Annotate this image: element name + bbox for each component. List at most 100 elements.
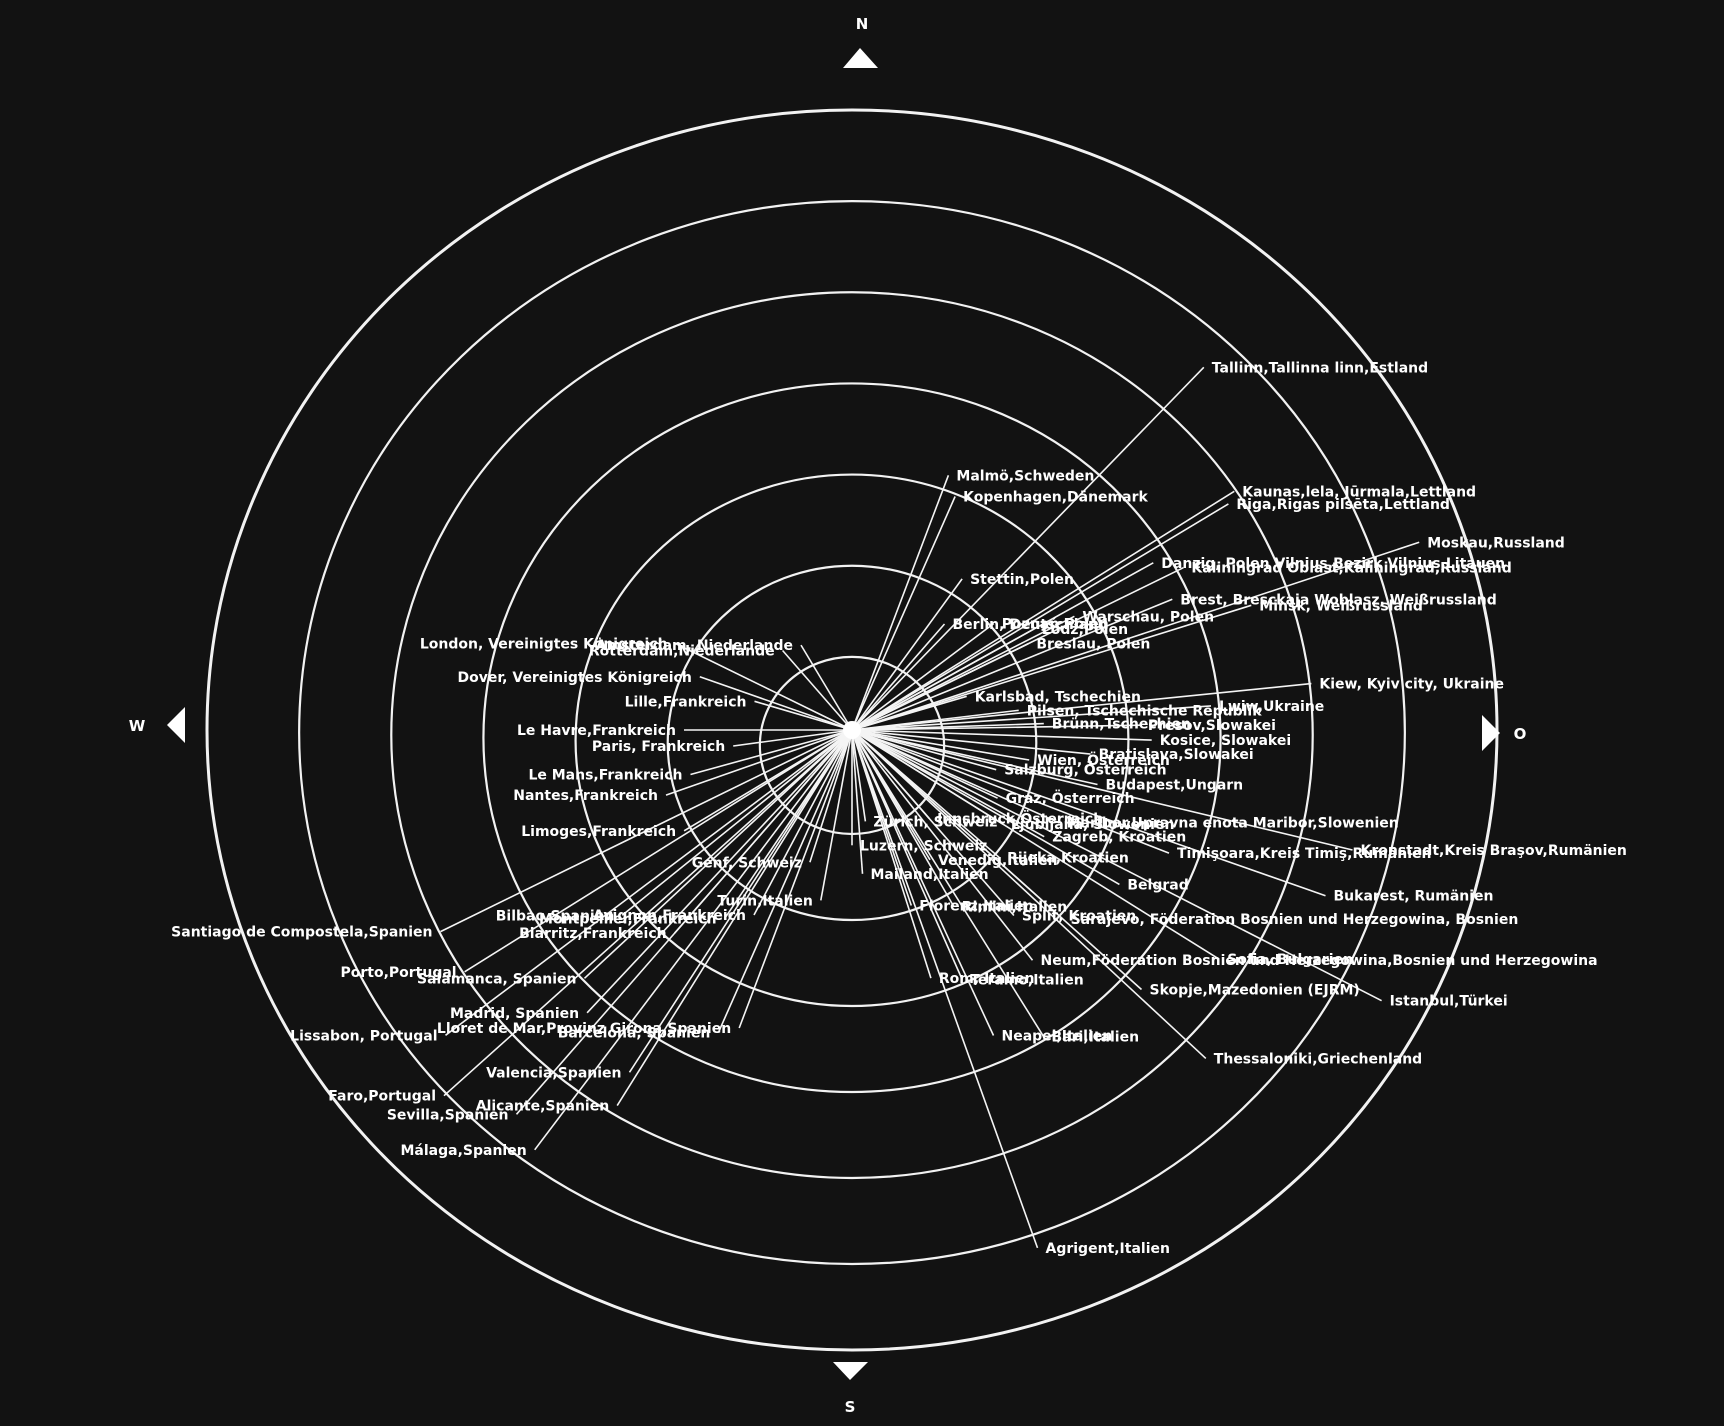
city-ray <box>851 729 1143 991</box>
city-ray <box>781 649 853 731</box>
city-ray <box>851 729 931 861</box>
city-ray <box>851 490 1235 731</box>
city-label: Salzburg, Österreich <box>1004 761 1166 779</box>
city-ray <box>851 578 963 731</box>
city-label: Málaga,Spanien <box>400 1143 526 1159</box>
city-ray <box>628 729 853 1073</box>
city-label: Florenz,Italien <box>919 899 1033 915</box>
city-label: Kaliningrad Oblast,Kaliningrad,Russland <box>1191 561 1511 577</box>
city-label: Agrigent,Italien <box>1046 1241 1170 1257</box>
city-label: Graz, Österreich <box>1006 789 1135 807</box>
city-ray <box>665 729 853 796</box>
city-ray <box>621 729 853 916</box>
city-label: Timişoara,Kreis Timiş,Rumänien <box>1177 846 1431 862</box>
city-ray <box>733 729 853 747</box>
city-label: Amsterdam, Niederlande <box>596 638 793 654</box>
distance-ring-3 <box>574 473 1130 1008</box>
city-label: Rijeka,Kroatien <box>1007 850 1129 866</box>
city-label: Moskau,Russland <box>1427 535 1565 551</box>
city-ray <box>851 729 1353 851</box>
city-label: Belgrad <box>1127 877 1188 893</box>
city-ray <box>440 729 853 933</box>
city-ray <box>586 729 853 1014</box>
distance-ring-2 <box>666 564 1038 922</box>
city-label: Karlsbad, Tschechien <box>975 689 1141 705</box>
city-label: Thessaloniki,Griechenland <box>1214 1051 1422 1067</box>
city-label: Avignon,Frankreich <box>593 908 746 924</box>
city-label: Rotterdam,Niederlande <box>589 644 775 660</box>
city-label: Brünn,Tschechien <box>1052 717 1191 733</box>
city-ray <box>851 729 1120 886</box>
city-label: Łódź,Polen <box>1041 622 1128 638</box>
city-ray <box>717 729 853 1033</box>
north-arrow-icon <box>843 48 878 68</box>
city-label: Luzern, Schweiz <box>860 838 987 854</box>
city-label: Istanbul,Türkei <box>1390 994 1508 1010</box>
city-ray <box>851 729 1045 1037</box>
city-ray <box>464 729 853 973</box>
city-ray <box>851 729 1152 741</box>
city-ray <box>683 729 853 832</box>
city-ray <box>851 709 1019 731</box>
city-label: Breslau, Polen <box>1036 637 1150 653</box>
city-ray <box>851 729 1326 897</box>
city-label: Stettin,Polen <box>970 572 1074 588</box>
city-label: Barcelona, Spanien <box>558 1026 711 1042</box>
city-label: Kaunas,lela, Jūrmala,Lettland <box>1242 484 1476 500</box>
city-label: Innsbruck,Österreich <box>937 809 1103 827</box>
distance-ring-5 <box>390 291 1314 1180</box>
city-label: Dover, Vereinigtes Königreich <box>457 670 691 686</box>
city-ray <box>851 623 946 731</box>
city-ray <box>443 729 853 1097</box>
city-ray <box>851 598 1173 731</box>
city-label: Genf, Schweiz <box>692 855 802 871</box>
city-label: Montpellier,Frankreich <box>539 912 717 928</box>
west-arrow-icon <box>167 707 185 743</box>
city-label: Sofia, Bulgarien <box>1227 952 1353 968</box>
city-ray <box>699 676 853 731</box>
city-ray <box>753 729 853 916</box>
distance-ring-4 <box>482 382 1222 1094</box>
city-rays <box>440 366 1420 1249</box>
city-label: Malmö,Schweden <box>956 468 1094 484</box>
city-label: Alicante,Spanien <box>476 1099 609 1115</box>
city-label: Bilbao,Spanien <box>496 908 614 924</box>
city-ray <box>534 729 853 1151</box>
city-ray <box>851 729 1382 1002</box>
city-ray <box>851 729 1207 1059</box>
city-label: Bukarest, Rumänien <box>1334 889 1494 905</box>
city-ray <box>851 729 963 980</box>
city-ray <box>445 729 853 1036</box>
city-ray <box>851 729 1030 761</box>
city-ray <box>851 642 1029 731</box>
city-label: Berlin, Deutschland <box>953 617 1108 633</box>
city-label: Pilsen, Tschechische Republik <box>1027 703 1263 719</box>
city-label: London, Vereinigtes Königreich <box>420 637 668 653</box>
city-label: Danzig, Polen Vilnius,Bezirk Vilnius,Lit… <box>1161 556 1505 572</box>
city-label: Lissabon, Portugal <box>290 1028 437 1044</box>
city-label: Presov,Slowakei <box>1148 718 1276 734</box>
city-ray <box>851 729 1170 854</box>
compass-south-label: S <box>845 1398 856 1416</box>
compass-west-label: W <box>129 717 146 735</box>
city-label: Warschau, Polen <box>1082 609 1214 625</box>
city-label: Minsk, Weißrussland <box>1259 598 1423 614</box>
city-label: Maribor,Upravna enota Maribor,Slowenien <box>1067 816 1399 832</box>
city-ray <box>851 541 1420 731</box>
city-label: Wien, Österreich <box>1037 751 1170 769</box>
city-ray <box>800 644 853 731</box>
city-label: Poznań,Polen <box>1002 617 1109 633</box>
city-label: Sevilla,Spanien <box>387 1107 509 1123</box>
city-ray <box>723 729 853 920</box>
city-label: Bratislava,Slowakei <box>1099 747 1254 763</box>
city-ray <box>809 729 853 863</box>
city-label: Bari,Italien <box>1052 1029 1140 1045</box>
city-ray <box>851 604 1252 731</box>
city-ray <box>851 729 995 1036</box>
city-label: Nantes,Frankreich <box>513 788 658 804</box>
city-label: Rom, Italien <box>939 971 1035 987</box>
compass-east-label: O <box>1514 725 1527 743</box>
city-label: Paris, Frankreich <box>592 739 725 755</box>
city-label: Faro,Portugal <box>328 1089 436 1105</box>
city-ray <box>820 729 853 901</box>
